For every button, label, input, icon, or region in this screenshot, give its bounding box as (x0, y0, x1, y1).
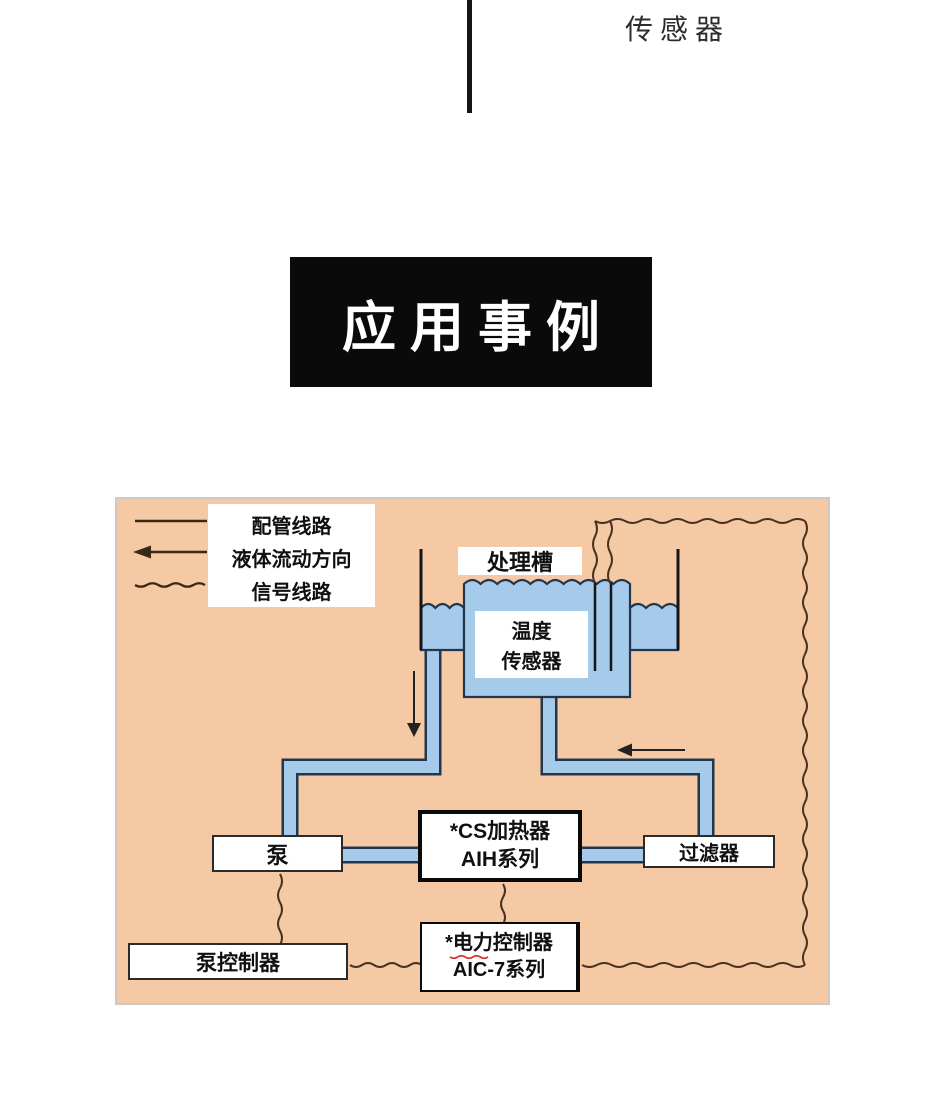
signal-right-run (802, 520, 808, 966)
application-diagram: 配管线路 液体流动方向 信号线路 处理槽 温度 传感器 泵 *CS加热器 AIH… (115, 497, 830, 1005)
temperature-sensor-label: 温度 传感器 (475, 611, 588, 678)
tank-left-trough (419, 602, 466, 652)
spellcheck-squiggle-icon (449, 954, 489, 960)
heater-box: *CS加热器 AIH系列 (418, 810, 582, 882)
title-banner: 应用事例 (290, 257, 652, 387)
top-sensor-label: 传感器 (625, 14, 731, 45)
flow-arrow-icon (133, 545, 207, 559)
power-controller-line2: AIC-7系列 (452, 959, 546, 981)
legend: 配管线路 液体流动方向 信号线路 (208, 504, 375, 607)
signal-heater-down (500, 883, 506, 925)
power-controller-line1: *电力控制器 (445, 932, 553, 954)
flow-arrow-down (407, 671, 421, 737)
filter-box: 过滤器 (643, 835, 775, 868)
signal-pumpctl-to-powerctl (349, 962, 423, 968)
heater-line1: *CS加热器 (449, 820, 551, 843)
temperature-sensor-line1: 温度 (511, 620, 552, 643)
page-title: 应用事例 (342, 297, 614, 358)
tank-right-trough (628, 602, 680, 652)
signal-lines (277, 518, 808, 968)
temperature-sensor-line2: 传感器 (501, 651, 562, 674)
legend-item-piping: 配管线路 (251, 516, 332, 538)
legend-item-signal: 信号线路 (251, 582, 332, 604)
process-tank-label: 处理槽 (458, 547, 582, 575)
legend-item-flow-direction: 液体流动方向 (231, 549, 352, 571)
signal-sensor-up-2 (607, 520, 613, 584)
pipe-filter-to-tank (540, 693, 715, 840)
signal-wave-icon (134, 582, 206, 588)
flow-arrow-left (617, 743, 685, 757)
signal-bottom-right-run (581, 962, 806, 968)
heater-line2: AIH系列 (460, 848, 540, 871)
pipe-tank-to-pump (281, 648, 442, 843)
signal-top-run (594, 518, 806, 524)
pump-controller-box: 泵控制器 (128, 943, 348, 980)
pump-box: 泵 (212, 835, 343, 872)
power-controller-box: *电力控制器 AIC-7系列 (420, 922, 580, 992)
signal-pump-down (277, 873, 283, 946)
top-vertical-line (467, 0, 472, 113)
signal-sensor-up-1 (592, 520, 598, 584)
